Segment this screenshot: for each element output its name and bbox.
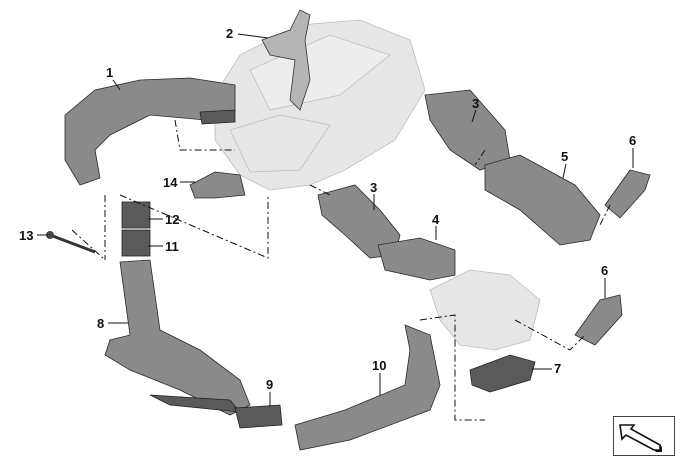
part-11 [121,229,151,257]
part-10-duct [294,324,441,451]
part-9 [234,404,283,429]
callout-5: 5 [561,149,569,164]
heater-housing-ghost [214,19,426,191]
part-4 [377,237,456,281]
part-8-duct [104,259,251,416]
callout-3-upper: 3 [472,96,480,111]
part-5-duct [484,154,601,246]
callout-1: 1 [106,65,114,80]
leader-lines [37,33,634,407]
callout-9: 9 [266,377,274,392]
part-1-duct [64,77,236,186]
callout-8: 8 [97,316,105,331]
callout-12: 12 [165,212,180,227]
part-6-upper [604,169,651,219]
callout-4: 4 [432,212,440,227]
callout-10: 10 [372,358,387,373]
connection-lines [71,119,611,421]
callout-3-lower: 3 [370,180,378,195]
callout-2: 2 [226,26,234,41]
part-12 [121,201,151,229]
part-2-duct [261,9,311,111]
part-14-duct [189,171,246,199]
callout-13: 13 [19,228,34,243]
part-3-upper [424,89,511,171]
arrow-navigation-icon[interactable] [613,416,675,456]
part-7-bracket [469,354,536,393]
callout-6-upper: 6 [629,133,637,148]
blower-ghost [429,269,541,351]
callout-14: 14 [163,175,178,190]
part-13-clip [46,231,96,254]
part-6-lower [574,294,623,346]
callout-6-lower: 6 [601,263,609,278]
callout-11: 11 [165,239,179,254]
callout-7: 7 [554,361,562,376]
